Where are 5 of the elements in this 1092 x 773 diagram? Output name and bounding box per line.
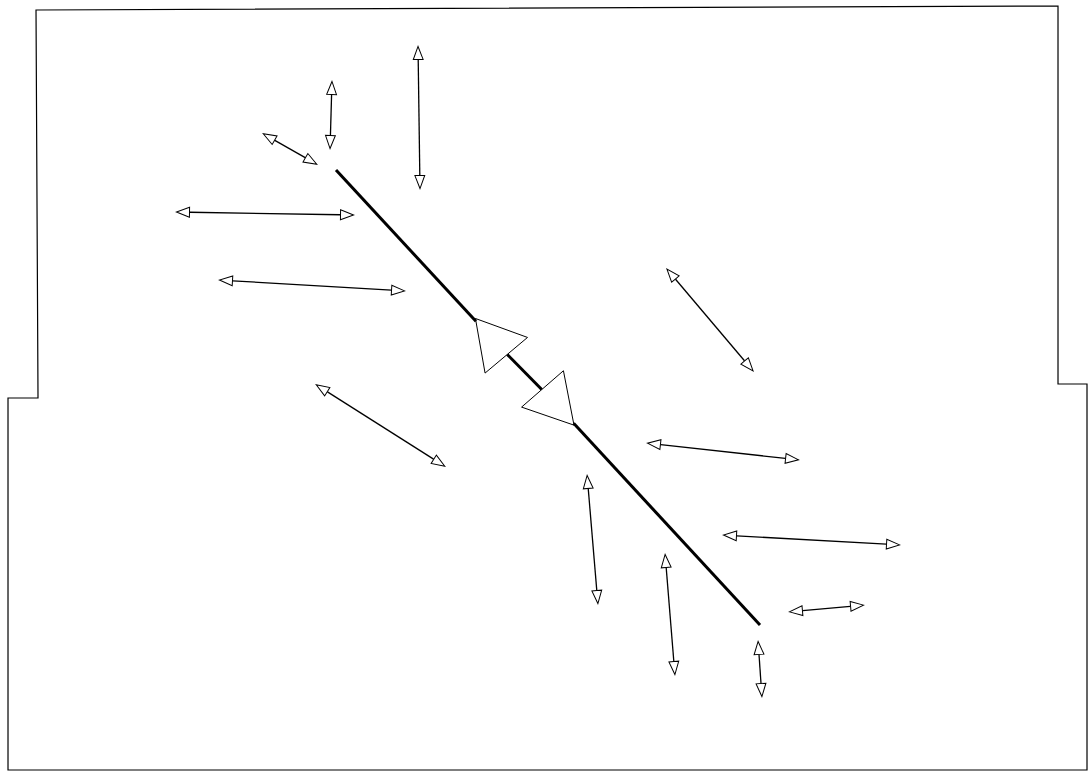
- triangle-symbol: [474, 318, 528, 374]
- fault-line: [572, 422, 762, 626]
- fault-line: [506, 353, 543, 391]
- triangle-symbol: [521, 370, 575, 426]
- fault-line: [334, 169, 478, 323]
